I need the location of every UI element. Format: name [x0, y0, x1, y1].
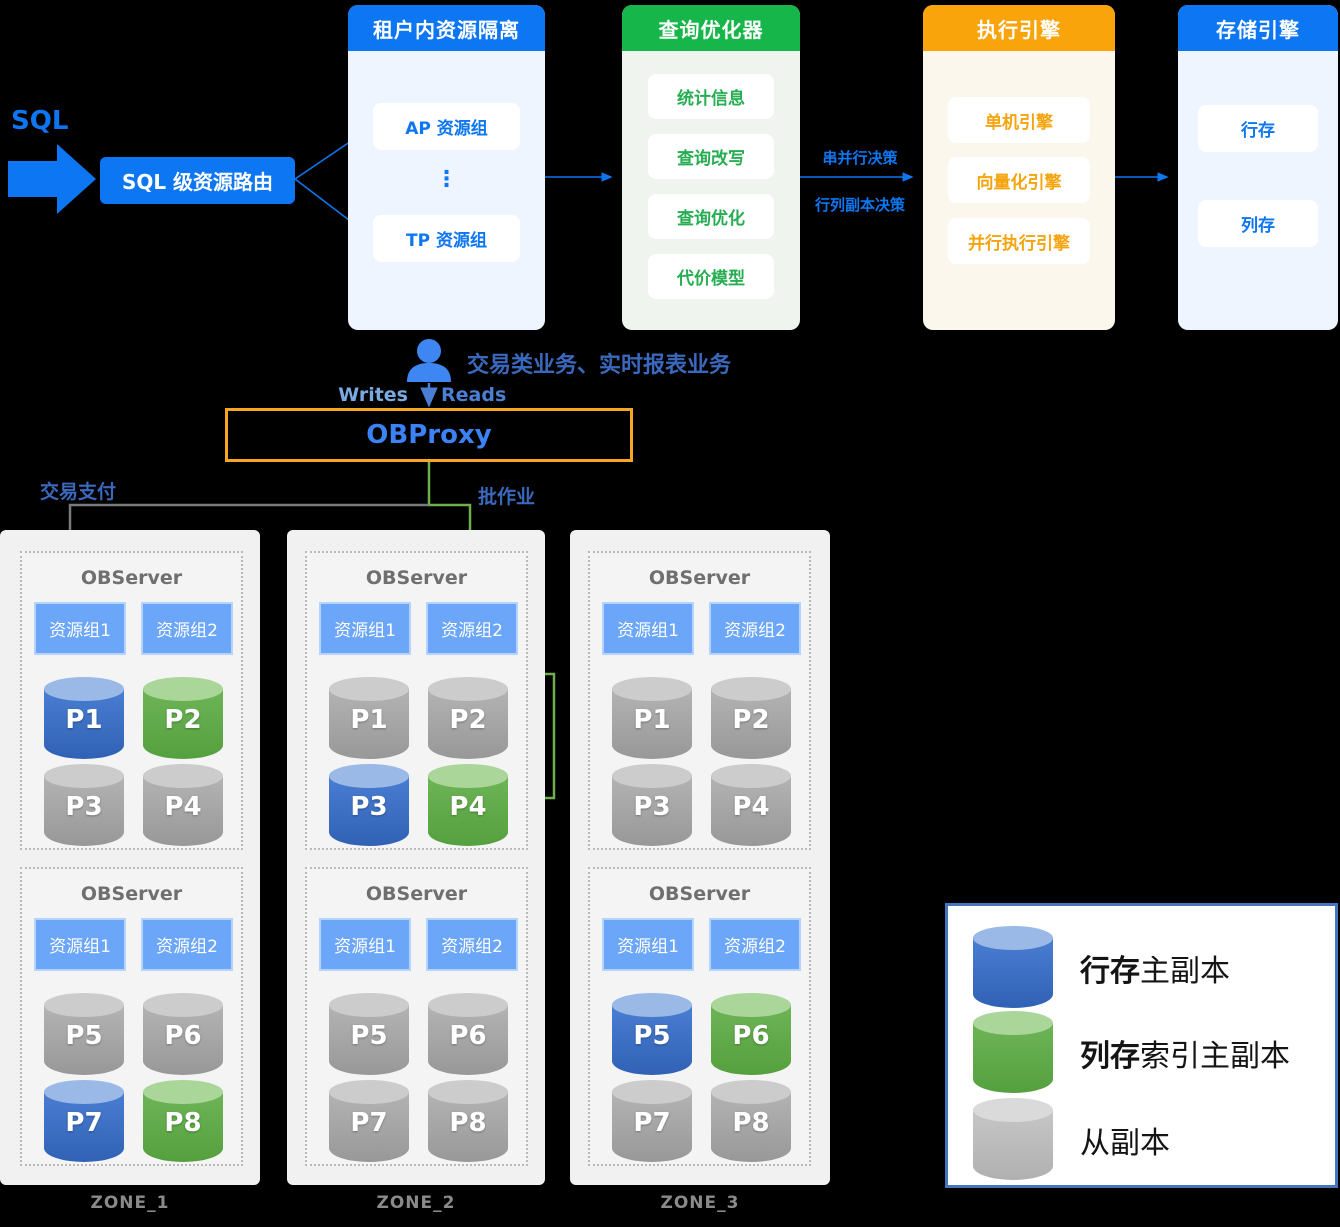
partition-cylinder: P6: [143, 993, 223, 1077]
partition-cylinder: P7: [612, 1080, 692, 1164]
panel-execution-engine: 执行引擎 单机引擎 向量化引擎 并行执行引擎: [923, 5, 1115, 330]
legend-row-primary-cylinder-icon: [973, 926, 1053, 1010]
edge-label-decision-bottom: 行列副本决策: [814, 196, 905, 214]
panel-title: 查询优化器: [622, 5, 800, 51]
resource-group: 资源组1: [319, 602, 411, 655]
resource-group: 资源组1: [34, 602, 126, 655]
panel-title: 存储引擎: [1178, 5, 1338, 51]
partition-cylinder: P1: [44, 677, 124, 761]
zone-1: OBServer 资源组1 资源组2 P1 P2 P3 P4 OBServer …: [0, 530, 260, 1185]
workload-caption: 交易类业务、实时报表业务: [467, 353, 732, 378]
legend-label: 从副本: [1080, 1126, 1170, 1161]
partition-cylinder: P8: [143, 1080, 223, 1164]
panel-tenant-isolation: 租户内资源隔离 AP 资源组 ⋮ TP 资源组: [348, 5, 545, 330]
panel-storage-engine: 存储引擎 行存 列存: [1178, 5, 1338, 330]
partition-cylinder: P4: [143, 764, 223, 848]
partition-cylinder: P5: [612, 993, 692, 1077]
observer-title: OBServer: [80, 567, 183, 589]
resource-group: 资源组2: [141, 918, 233, 971]
partition-cylinder: P5: [329, 993, 409, 1077]
writes-label: Writes: [338, 384, 408, 406]
partition-cylinder: P2: [428, 677, 508, 761]
optimizer-item: 查询优化: [648, 194, 774, 239]
engine-item: 并行执行引擎: [948, 218, 1090, 264]
legend-column-index-cylinder-icon: [973, 1011, 1053, 1095]
observer-title: OBServer: [365, 883, 468, 905]
partition-cylinder: P3: [44, 764, 124, 848]
partition-cylinder: P3: [612, 764, 692, 848]
ellipsis-icon: ⋮: [435, 167, 458, 192]
reads-label: Reads: [441, 384, 507, 406]
optimizer-item: 代价模型: [648, 254, 774, 299]
partition-cylinder: P5: [44, 993, 124, 1077]
batch-job-label: 批作业: [478, 486, 536, 508]
partition-cylinder: P6: [428, 993, 508, 1077]
partition-cylinder: P2: [711, 677, 791, 761]
observer-box: OBServer 资源组1 资源组2 P5 P6 P7 P8: [20, 867, 243, 1166]
legend-follower-cylinder-icon: [973, 1098, 1053, 1182]
resource-group: 资源组1: [602, 918, 694, 971]
partition-cylinder: P3: [329, 764, 409, 848]
obproxy-box: OBProxy: [225, 408, 633, 462]
zone-2: OBServer 资源组1 资源组2 P1 P2 P3 P4 OBServer …: [287, 530, 545, 1185]
zone-1-label: ZONE_1: [90, 1193, 170, 1213]
resource-group: 资源组2: [141, 602, 233, 655]
engine-item: 单机引擎: [948, 97, 1090, 143]
user-icon: [407, 339, 451, 382]
partition-cylinder: P7: [44, 1080, 124, 1164]
sql-input-arrow-icon: [8, 144, 96, 214]
legend-label: 行存主副本: [1080, 954, 1230, 989]
panel-query-optimizer: 查询优化器 统计信息 查询改写 查询优化 代价模型: [622, 5, 800, 330]
observer-title: OBServer: [80, 883, 183, 905]
resource-group: 资源组2: [426, 918, 518, 971]
observer-box: OBServer 资源组1 资源组2 P5 P6 P7 P8: [588, 867, 811, 1166]
partition-cylinder: P6: [711, 993, 791, 1077]
tp-resource-group-box: TP 资源组: [373, 215, 520, 262]
resource-group: 资源组2: [709, 918, 801, 971]
observer-box: OBServer 资源组1 资源组2 P1 P2 P3 P4: [588, 551, 811, 850]
observer-title: OBServer: [648, 567, 751, 589]
optimizer-item: 查询改写: [648, 134, 774, 179]
zone-3-label: ZONE_3: [660, 1193, 740, 1213]
trade-payment-label: 交易支付: [40, 481, 117, 503]
observer-box: OBServer 资源组1 资源组2 P5 P6 P7 P8: [305, 867, 528, 1166]
zone-2-label: ZONE_2: [376, 1193, 456, 1213]
partition-cylinder: P8: [428, 1080, 508, 1164]
sql-resource-router-box: SQL 级资源路由: [100, 157, 295, 204]
legend: 行存主副本 列存索引主副本 从副本: [945, 903, 1338, 1188]
edge-label-decision-top: 串并行决策: [822, 149, 898, 167]
row-store-box: 行存: [1198, 105, 1318, 152]
panel-title: 租户内资源隔离: [348, 5, 545, 51]
column-store-box: 列存: [1198, 200, 1318, 247]
resource-group: 资源组1: [319, 918, 411, 971]
engine-item: 向量化引擎: [948, 157, 1090, 203]
observer-title: OBServer: [365, 567, 468, 589]
resource-group: 资源组1: [34, 918, 126, 971]
partition-cylinder: P2: [143, 677, 223, 761]
panel-title: 执行引擎: [923, 5, 1115, 51]
partition-cylinder: P4: [711, 764, 791, 848]
partition-cylinder: P7: [329, 1080, 409, 1164]
partition-cylinder: P4: [428, 764, 508, 848]
resource-group: 资源组2: [426, 602, 518, 655]
resource-group: 资源组2: [709, 602, 801, 655]
partition-cylinder: P1: [612, 677, 692, 761]
legend-label: 列存索引主副本: [1080, 1039, 1290, 1074]
ap-resource-group-box: AP 资源组: [373, 103, 520, 150]
observer-box: OBServer 资源组1 资源组2 P1 P2 P3 P4: [305, 551, 528, 850]
observer-title: OBServer: [648, 883, 751, 905]
resource-group: 资源组1: [602, 602, 694, 655]
partition-cylinder: P8: [711, 1080, 791, 1164]
zone-3: OBServer 资源组1 资源组2 P1 P2 P3 P4 OBServer …: [570, 530, 830, 1185]
sql-input-label: SQL: [11, 106, 69, 136]
optimizer-item: 统计信息: [648, 74, 774, 119]
observer-box: OBServer 资源组1 资源组2 P1 P2 P3 P4: [20, 551, 243, 850]
partition-cylinder: P1: [329, 677, 409, 761]
